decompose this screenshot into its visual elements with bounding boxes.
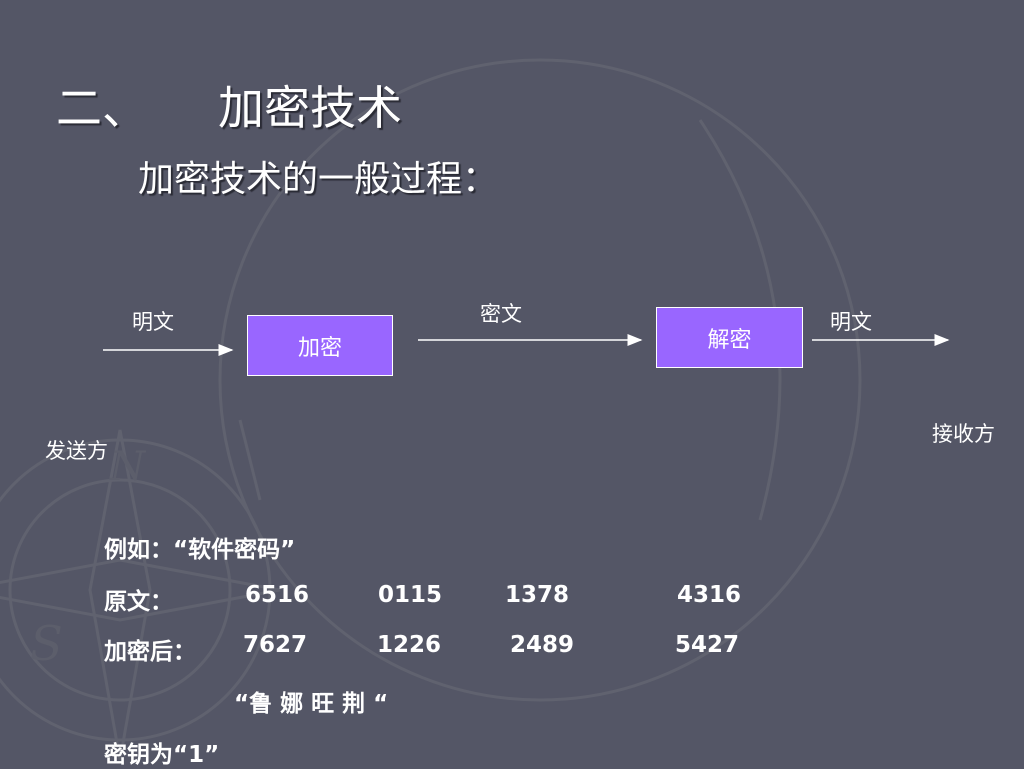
title-number: 二、 (56, 81, 148, 135)
encrypted-value: 7627 (243, 632, 308, 658)
ciphertext-label: 密文 (480, 302, 522, 326)
encrypted-value: 1226 (377, 632, 442, 658)
plaintext-left-label: 明文 (132, 310, 174, 334)
original-value: 4316 (677, 582, 742, 608)
slide-title: 加密技术 (218, 81, 402, 135)
original-value: 0115 (378, 582, 443, 608)
sender-label: 发送方 (45, 439, 108, 463)
encrypted-value: 5427 (675, 632, 740, 658)
slide-subtitle: 加密技术的一般过程： (138, 159, 499, 200)
original-label: 原文： (104, 589, 173, 615)
decrypt-box-label: 解密 (707, 327, 752, 353)
encrypted-label: 加密后： (104, 639, 196, 665)
original-value: 6516 (245, 582, 310, 608)
receiver-label: 接收方 (932, 422, 995, 446)
encrypt-box: 加密 (247, 315, 393, 376)
example-intro: 例如：“软件密码” (104, 537, 296, 563)
original-value: 1378 (505, 582, 570, 608)
decrypt-box: 解密 (656, 307, 803, 368)
encrypted-value: 2489 (510, 632, 575, 658)
encrypt-box-label: 加密 (297, 335, 342, 361)
key-line: 密钥为“1” (104, 742, 220, 768)
cipher-characters: “鲁 娜 旺 荆 “ (234, 691, 389, 717)
plaintext-right-label: 明文 (830, 310, 872, 334)
